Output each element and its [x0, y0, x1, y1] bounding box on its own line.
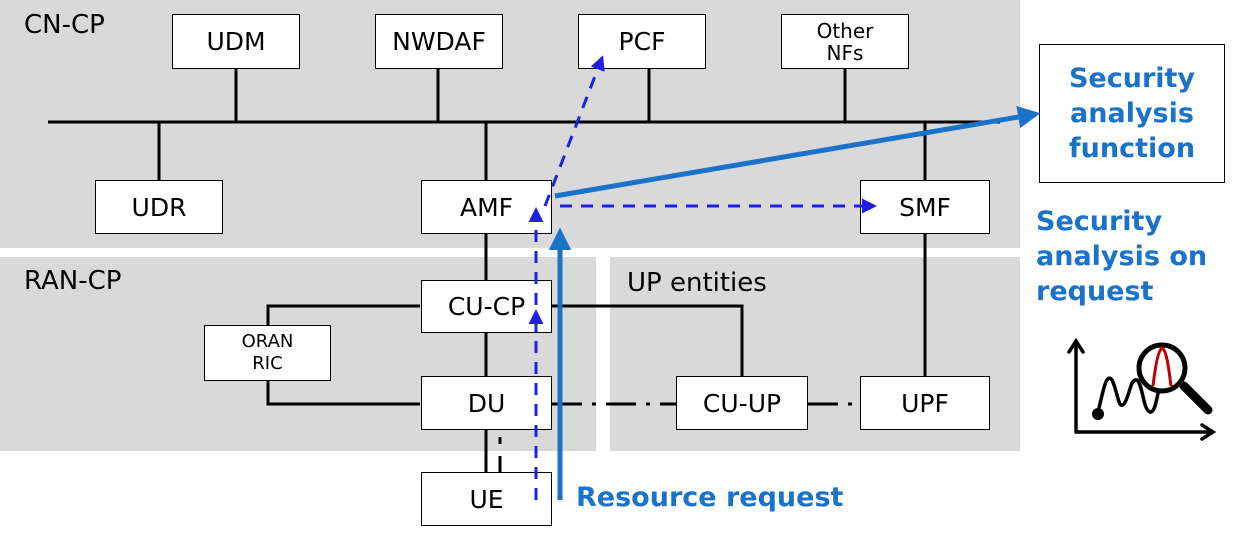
oran-ric-label: ORAN RIC [241, 331, 294, 374]
upf-box: UPF [860, 376, 990, 430]
oran-ric-box: ORAN RIC [204, 325, 331, 381]
cucp-ric-link [266, 304, 420, 325]
cu-up-label: CU-UP [702, 388, 782, 418]
security-analysis-function-box: Security analysis function [1039, 44, 1225, 183]
amf-to-security-function-arrow [554, 105, 1041, 199]
udm-label: UDM [206, 27, 266, 56]
amf-to-pcf-dashed-arrow [543, 55, 605, 207]
smf-label: SMF [899, 192, 951, 222]
resource-request-label: Resource request [576, 482, 844, 513]
nwdaf-label: NWDAF [392, 27, 486, 56]
cu-cp-label: CU-CP [447, 292, 526, 321]
up-entities-label: UP entities [627, 268, 767, 298]
security-analysis-on-request-label: Security analysis on request [1036, 206, 1208, 307]
du-box: DU [421, 376, 552, 430]
nwdaf-box: NWDAF [375, 14, 503, 69]
other-nfs-label: Other NFs [816, 18, 874, 65]
udm-box: UDM [172, 14, 300, 69]
other-nfs-box: Other NFs [781, 14, 909, 69]
ue-label: UE [469, 484, 504, 514]
amf-label: AMF [459, 192, 514, 222]
ue-box: UE [421, 472, 552, 526]
cn-cp-label: CN-CP [24, 10, 105, 40]
pcf-label: PCF [618, 27, 666, 56]
ran-cp-label: RAN-CP [24, 266, 122, 296]
ric-du-link [266, 380, 420, 406]
du-label: DU [467, 388, 506, 418]
upf-label: UPF [901, 388, 949, 418]
cu-up-box: CU-UP [676, 376, 808, 430]
udr-label: UDR [131, 192, 187, 222]
udr-box: UDR [95, 180, 223, 234]
cu-cp-box: CU-CP [421, 280, 552, 333]
smf-box: SMF [860, 180, 990, 234]
cucp-cuup-link [552, 304, 744, 376]
